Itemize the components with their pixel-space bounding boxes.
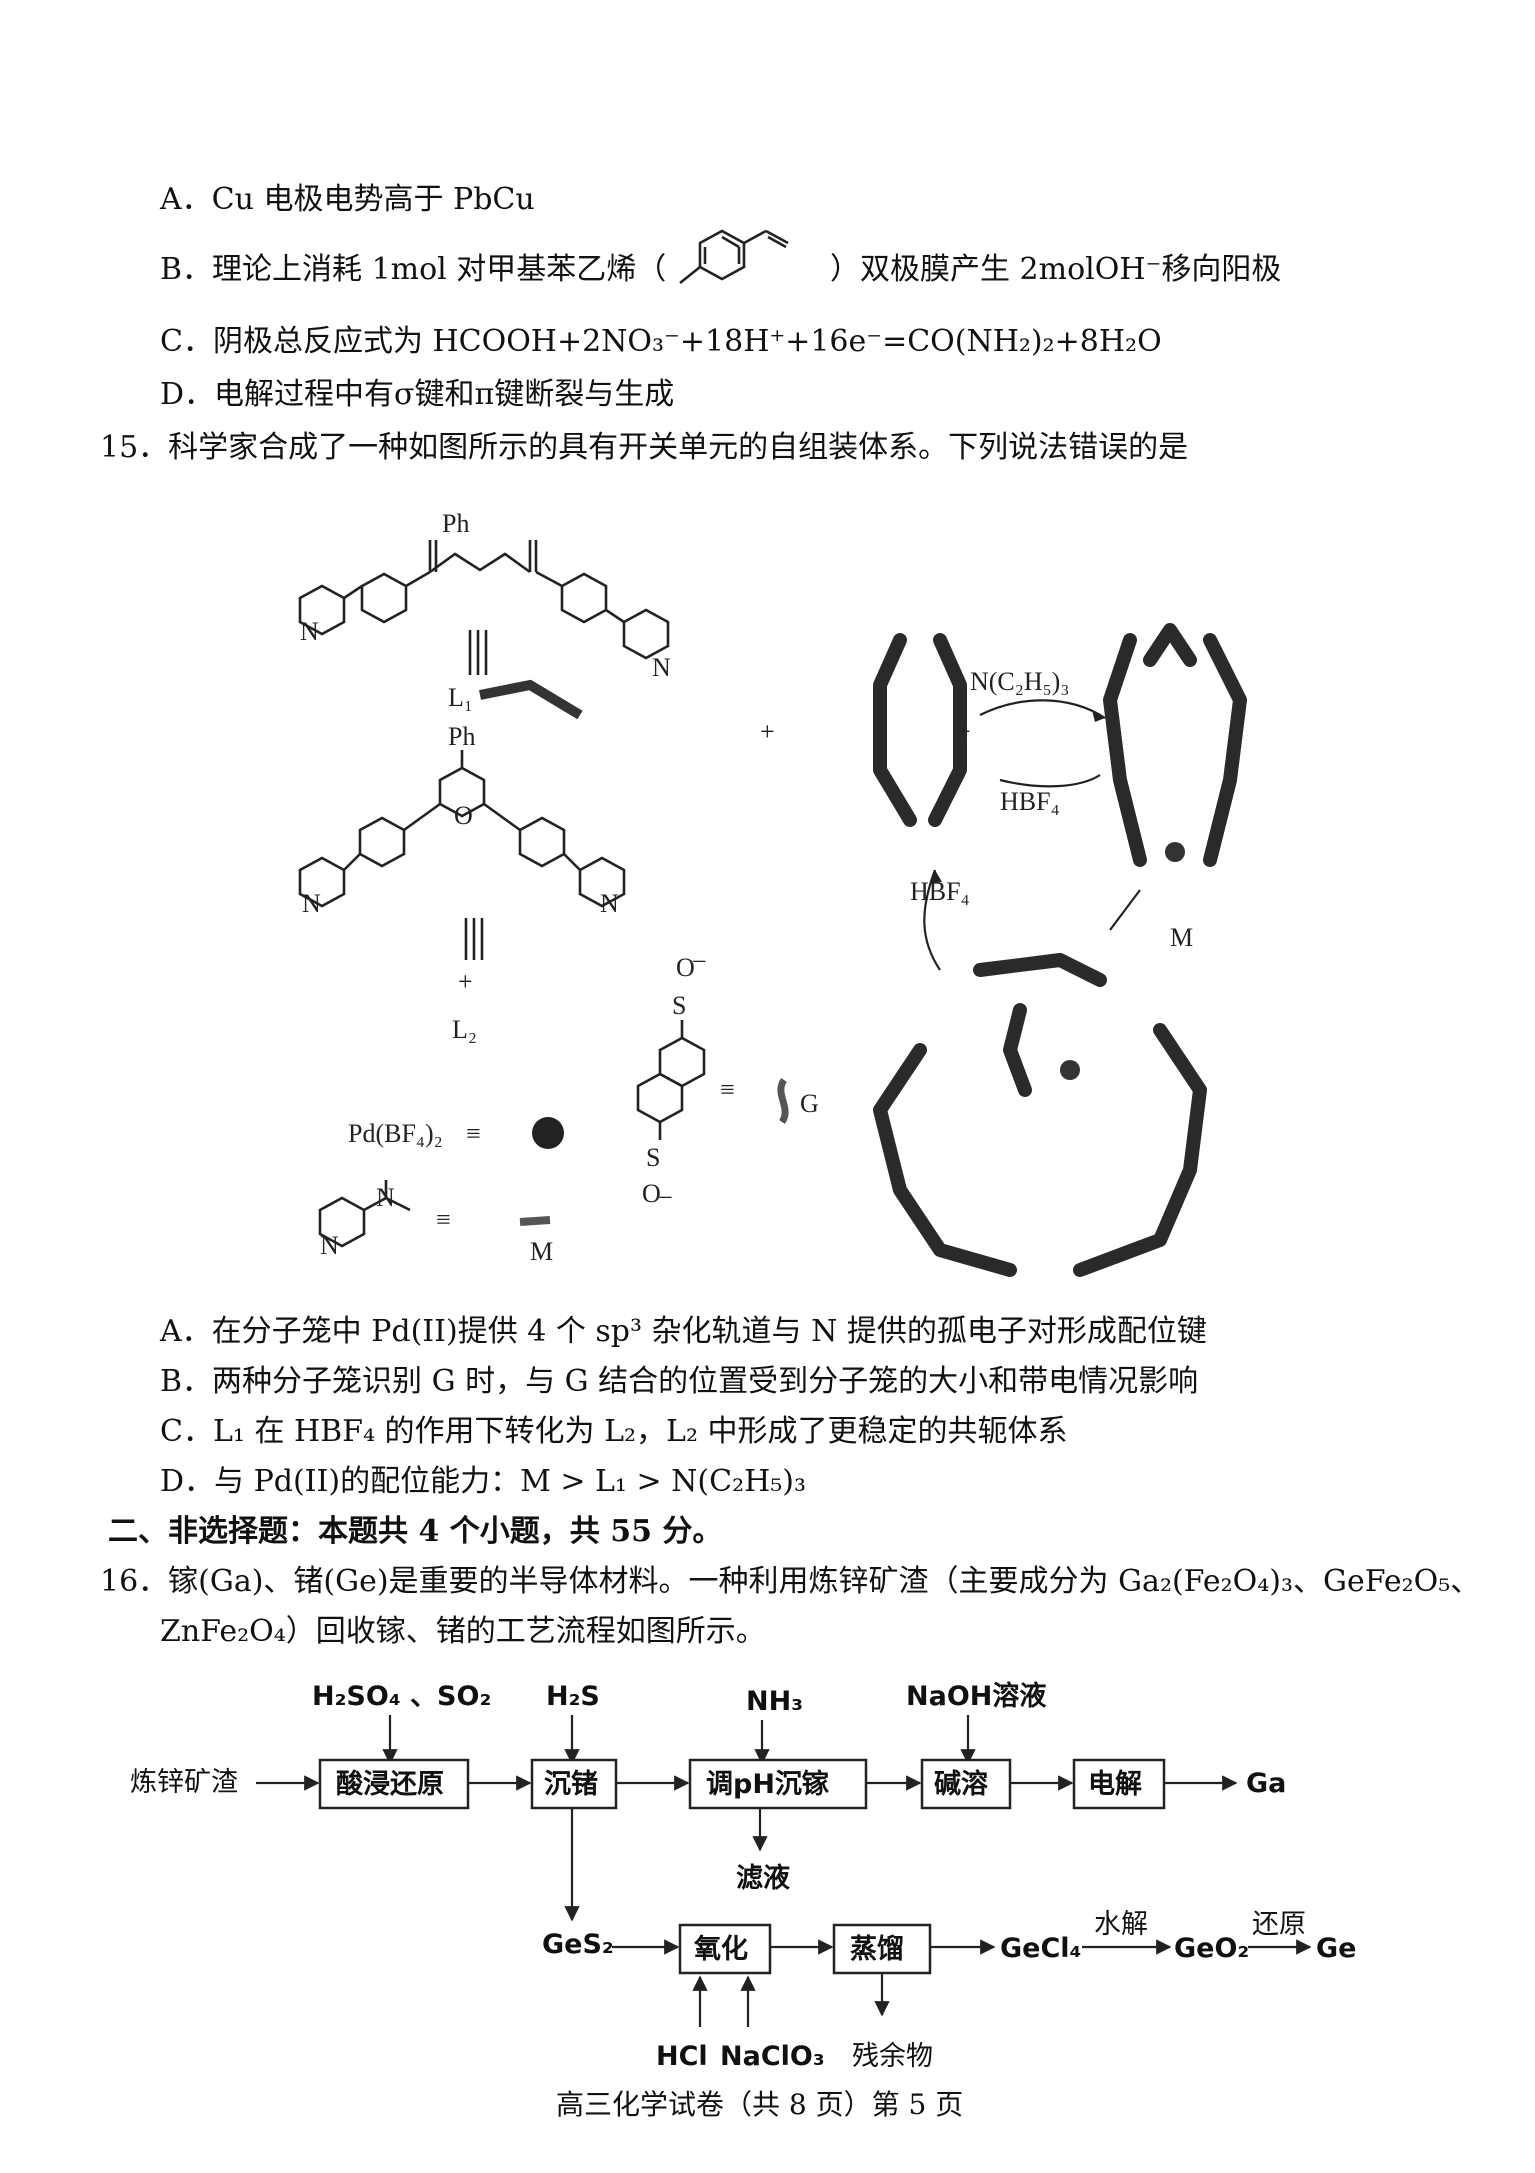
- page-footer: 高三化学试卷（共 8 页）第 5 页: [556, 2088, 964, 2121]
- o-top: O: [676, 953, 695, 982]
- q14-option-b-end: ）双极膜产生 2molOH⁻移向阳极: [830, 252, 1282, 287]
- g-equiv: ≡: [720, 1075, 735, 1104]
- residue-label: 残余物: [852, 2041, 933, 2072]
- o-bottom: O: [642, 1179, 661, 1208]
- net3-label: N(C₂H₅)₃: [970, 667, 1069, 696]
- ph-label-mid: Ph: [448, 722, 475, 751]
- section-2-heading: 二、非选择题：本题共 4 个小题，共 55 分。: [108, 1514, 723, 1549]
- cage-plus-left: +: [760, 717, 775, 746]
- pyridine-n-label-4: N: [600, 889, 619, 918]
- g-label: G: [800, 1089, 819, 1118]
- box-oxidation: [678, 1923, 772, 1975]
- cage-plus-right: +: [956, 717, 971, 746]
- pyridine-n-label-2: N: [652, 653, 671, 682]
- self-assembly-figure: Ph N N L₁ Ph O N N + L₂ Pd(BF₄)₂ ≡ N N ≡…: [298, 509, 1247, 1277]
- m-equiv: ≡: [436, 1205, 451, 1234]
- q15-option-d: D．与 Pd(II)的配位能力：M > L₁ > N(C₂H₅)₃: [160, 1464, 807, 1499]
- o-plus-label: O: [454, 801, 473, 830]
- q14-option-a: A．Cu 电极电势高于 PbCu: [160, 182, 535, 217]
- q15-option-b: B．两种分子笼识别 G 时，与 G 结合的位置受到分子笼的大小和带电情况影响: [160, 1364, 1199, 1399]
- pyridine-n-label-1: N: [300, 617, 319, 646]
- box-oxidation-label: 氧化: [693, 1934, 748, 1965]
- ge-label: Ge: [1316, 1933, 1356, 1964]
- box-electrolysis: [1072, 1758, 1166, 1810]
- g-molecule: [636, 1020, 706, 1140]
- m-molecule: [318, 1180, 411, 1248]
- l2-molecule: [298, 750, 626, 908]
- m-n-label: N: [376, 1183, 395, 1212]
- l1-molecule: [298, 540, 670, 660]
- m-label: M: [530, 1237, 553, 1266]
- hydrolysis-label: 水解: [1094, 1909, 1148, 1940]
- cage-tall: [1103, 623, 1247, 867]
- q15-option-a: A．在分子笼中 Pd(II)提供 4 个 sp³ 杂化轨道与 N 提供的孤电子对…: [160, 1314, 1207, 1349]
- reagent-h2so4-so2: H₂SO₄ 、SO₂: [312, 1681, 491, 1712]
- hbf4-top-label: HBF₄: [1000, 787, 1060, 816]
- box-acid-leach-label: 酸浸还原: [336, 1769, 444, 1800]
- pd-bf4-label: Pd(BF₄)₂: [348, 1119, 443, 1148]
- reagent-h2s: H₂S: [546, 1681, 600, 1712]
- q14-option-c: C．阴极总反应式为 HCOOH+2NO₃⁻+18H⁺+16e⁻=CO(NH₂)₂…: [160, 324, 1162, 359]
- reagent-hcl: HCl: [656, 2041, 708, 2072]
- reagent-naclo3: NaClO₃: [720, 2041, 825, 2072]
- box-electrolysis-label: 电解: [1088, 1769, 1142, 1800]
- box-precipitate-ge-label: 沉锗: [544, 1769, 598, 1800]
- q16-line-2: ZnFe₂O₄）回收镓、锗的工艺流程如图所示。: [160, 1614, 766, 1649]
- ph-label-top: Ph: [442, 509, 469, 538]
- l2-label: L₂: [452, 1015, 477, 1044]
- pd-ball-symbol: [532, 1117, 564, 1149]
- box-distillation-label: 蒸馏: [850, 1934, 904, 1965]
- box-alkali-dissolve-label: 碱溶: [934, 1768, 988, 1800]
- p-methylstyrene-structure: [679, 229, 789, 285]
- geo2-label: GeO₂: [1174, 1933, 1249, 1964]
- minus-bottom: −: [658, 1183, 673, 1212]
- cage-small: [873, 633, 967, 827]
- reduction-label: 还原: [1252, 1909, 1306, 1940]
- box-acid-leach: [318, 1758, 470, 1810]
- pyridine-n-label-3: N: [302, 889, 321, 918]
- reagent-naoh: NaOH溶液: [906, 1680, 1046, 1712]
- process-flowchart: H₂SO₄ 、SO₂ H₂S NH₃ NaOH溶液 炼锌矿渣 酸浸还原 沉锗 调…: [130, 1680, 1356, 2072]
- l1-label: L₁: [448, 683, 473, 712]
- q14-option-b-start: B．理论上消耗 1mol 对甲基苯乙烯（: [160, 252, 667, 287]
- cage-large: [873, 953, 1207, 1277]
- q14-option-d: D．电解过程中有σ键和π键断裂与生成: [160, 377, 675, 412]
- l1-symbol: [479, 679, 583, 720]
- m-pyridine-n: N: [320, 1231, 339, 1260]
- q16-line-1: 16．镓(Ga)、锗(Ge)是重要的半导体材料。一种利用炼锌矿渣（主要成分为 G…: [100, 1564, 1481, 1599]
- box-distillation: [832, 1923, 932, 1975]
- output-ga: Ga: [1246, 1768, 1286, 1799]
- input-slag: 炼锌矿渣: [130, 1767, 238, 1798]
- m-arrow-label: M: [1170, 923, 1193, 952]
- s-bottom-label: S: [646, 1143, 660, 1172]
- ges2-label: GeS₂: [542, 1929, 614, 1960]
- q15-stem: 15．科学家合成了一种如图所示的具有开关单元的自组装体系。下列说法错误的是: [100, 430, 1189, 465]
- minus-top: −: [692, 947, 707, 976]
- hbf4-left-label: HBF₄: [910, 877, 970, 906]
- l2-plus-symbol: +: [458, 967, 473, 996]
- s-top-label: S: [672, 991, 686, 1020]
- box-ph-adjust-label: 调pH沉镓: [706, 1769, 830, 1800]
- pd-equiv: ≡: [466, 1119, 481, 1148]
- gecl4-label: GeCl₄: [1000, 1933, 1081, 1964]
- box-ph-adjust: [688, 1758, 868, 1810]
- box-precipitate-ge: [530, 1758, 618, 1810]
- filtrate-label: 滤液: [736, 1863, 790, 1894]
- reagent-nh3: NH₃: [746, 1686, 803, 1717]
- q15-option-c: C．L₁ 在 HBF₄ 的作用下转化为 L₂，L₂ 中形成了更稳定的共轭体系: [160, 1414, 1068, 1449]
